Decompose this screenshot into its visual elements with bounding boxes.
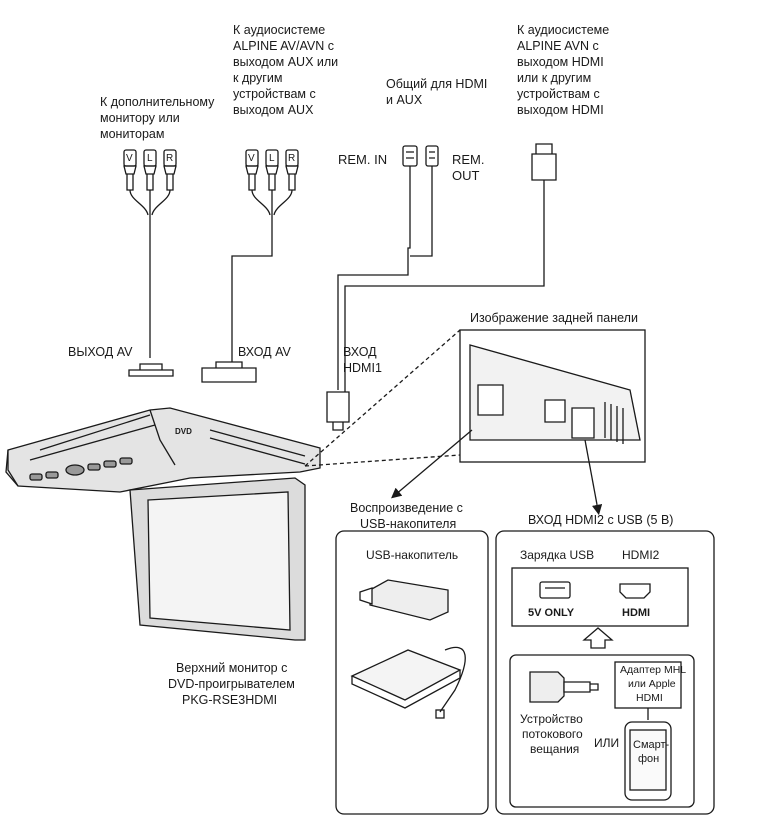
label-or: ИЛИ xyxy=(594,736,620,750)
rem-connectors xyxy=(326,145,439,431)
label-audio-hdmi: К аудиосистеме xyxy=(517,23,610,37)
label-audio-hdmi: выходом HDMI xyxy=(517,103,604,117)
label-rem-out: OUT xyxy=(452,168,480,183)
rca-letter-r: R xyxy=(288,153,296,164)
rca-letter-l: L xyxy=(269,153,275,164)
label-audio-hdmi: или к другим xyxy=(517,71,592,85)
label-extra-monitor: монитору или xyxy=(100,111,180,125)
label-adapter: Адаптер MHL xyxy=(620,664,687,676)
overhead-monitor-graphic xyxy=(5,407,321,641)
rear-panel-inset xyxy=(304,329,646,516)
label-audio-aux: устройствам с xyxy=(233,87,316,101)
label-hdmi2: HDMI2 xyxy=(622,548,660,562)
label-charge-usb: Зарядка USB xyxy=(520,548,595,562)
label-streaming: Устройство xyxy=(520,712,583,726)
devices-frame xyxy=(509,654,695,808)
usb-box xyxy=(335,530,489,815)
label-smartphone: Смарт- xyxy=(633,739,670,751)
label-audio-aux: выходом AUX xyxy=(233,103,314,117)
label-extra-monitor: К дополнительному xyxy=(100,95,215,109)
label-smartphone: фон xyxy=(638,753,660,765)
label-rear-panel: Изображение задней панели xyxy=(470,311,638,325)
label-streaming: потокового xyxy=(522,727,583,741)
label-hdmi1: ВХОД xyxy=(343,345,377,359)
label-hdmi2-usb: ВХОД HDMI2 с USB (5 В) xyxy=(528,513,674,527)
label-audio-hdmi: ALPINE AVN с xyxy=(517,39,599,53)
label-hdmi-logo: HDMI xyxy=(622,607,651,619)
label-dvd-logo: DVD xyxy=(175,427,192,436)
label-monitor: Верхний монитор с xyxy=(176,661,288,675)
label-extra-monitor: мониторам xyxy=(100,127,165,141)
label-common: и AUX xyxy=(386,93,423,107)
label-5v-only: 5V ONLY xyxy=(528,607,575,619)
hdmi-plug xyxy=(344,143,557,392)
label-usb-play: USB-накопителя xyxy=(360,517,457,531)
ports-frame xyxy=(511,567,689,627)
label-monitor: DVD-проигрывателем xyxy=(168,677,295,691)
label-adapter: HDMI xyxy=(636,692,663,704)
label-audio-hdmi: выходом HDMI xyxy=(517,55,604,69)
label-rem-out: REM. xyxy=(452,152,485,167)
label-audio-aux: выходом AUX или xyxy=(233,55,339,69)
label-audio-hdmi: устройствам с xyxy=(517,87,600,101)
label-monitor: PKG-RSE3HDMI xyxy=(182,693,278,707)
label-rem-in: REM. IN xyxy=(338,152,388,167)
label-audio-aux: ALPINE AV/AVN с xyxy=(233,39,334,53)
rca-plugs-av-out xyxy=(123,149,177,377)
rca-letter-r: R xyxy=(166,153,174,164)
label-adapter: или Apple xyxy=(628,678,676,690)
label-usb-drive: USB-накопитель xyxy=(366,548,459,562)
rca-letter-l: L xyxy=(147,153,153,164)
label-usb-play: Воспроизведение с xyxy=(350,501,463,515)
rca-plugs-av-in xyxy=(201,149,299,383)
label-audio-aux: к другим xyxy=(233,71,283,85)
hdmi2-box xyxy=(495,530,715,815)
label-av-out: ВЫХОД AV xyxy=(68,345,133,359)
label-hdmi1: HDMI1 xyxy=(343,361,382,375)
label-av-in: ВХОД AV xyxy=(238,345,291,359)
rca-letter-v: V xyxy=(248,153,255,164)
label-audio-aux: К аудиосистеме xyxy=(233,23,326,37)
label-streaming: вещания xyxy=(530,742,580,756)
label-common: Общий для HDMI xyxy=(386,77,488,91)
rca-letter-v: V xyxy=(126,153,133,164)
